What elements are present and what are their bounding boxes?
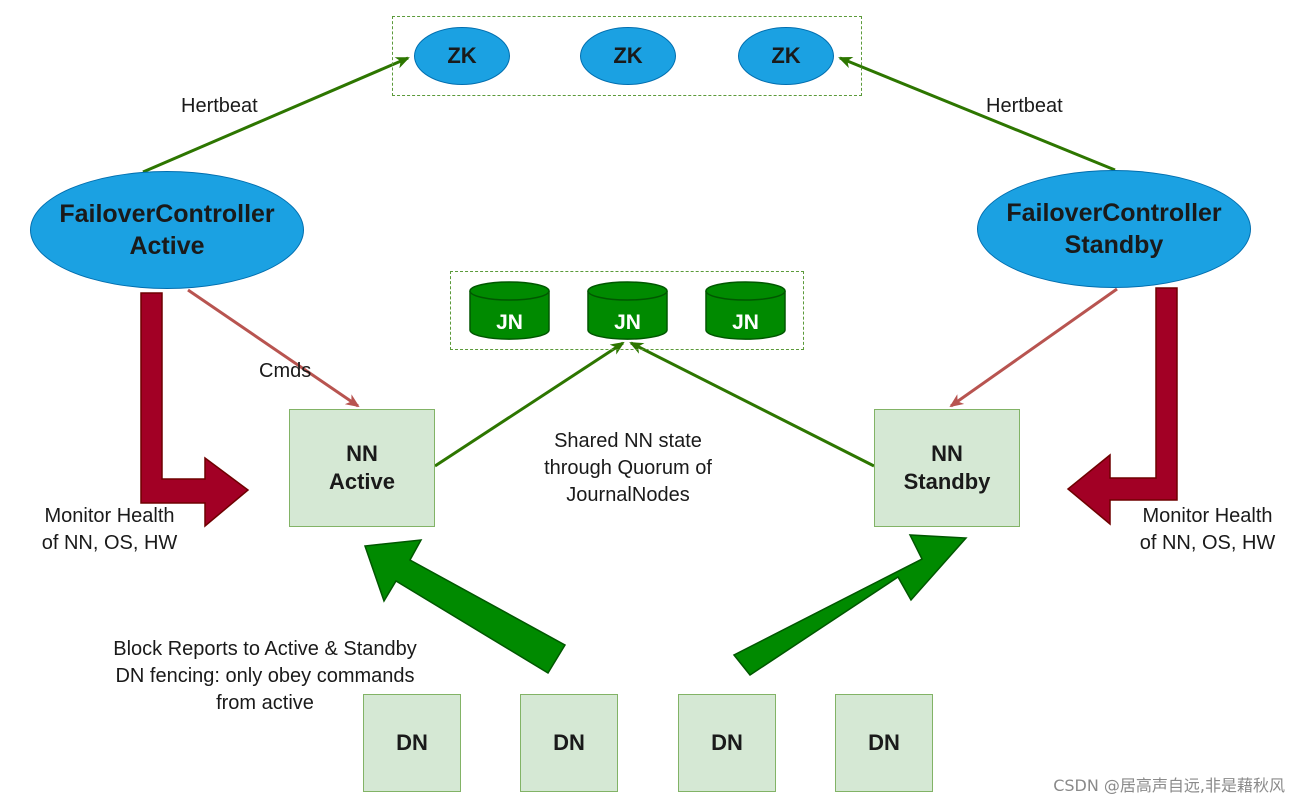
datanode-3: DN xyxy=(678,694,776,792)
monitor-health-line: Monitor Health xyxy=(1142,505,1273,527)
zk-node-3: ZK xyxy=(738,27,834,85)
namenode-active-title: NN xyxy=(346,441,378,466)
watermark: CSDN @居高声自远,非是藉秋风 xyxy=(1053,776,1285,795)
block-report-arrow-right xyxy=(732,534,968,677)
jn-cylinder-3: JN xyxy=(705,281,786,340)
block-reports-line: Block Reports to Active & Standby xyxy=(113,638,417,660)
jn-label: JN xyxy=(614,311,641,334)
monitor-health-arrow-left xyxy=(140,292,250,528)
cmds-arrow-left xyxy=(187,288,360,408)
monitor-health-line: of NN, OS, HW xyxy=(1139,532,1276,554)
shared-state-line: through Quorum of xyxy=(544,457,712,479)
failover-standby-title: FailoverController xyxy=(1006,199,1222,227)
namenode-standby-role: Standby xyxy=(903,469,991,494)
block-report-arrow-left xyxy=(363,539,567,675)
namenode-active: NN Active xyxy=(289,409,435,527)
datanode-2: DN xyxy=(520,694,618,792)
jn-label: JN xyxy=(496,311,523,334)
nn-active-to-jn-arrow xyxy=(434,341,625,468)
jn-cylinder-2: JN xyxy=(587,281,668,340)
monitor-health-label-right: Monitor Health of NN, OS, HW xyxy=(1120,503,1295,557)
monitor-health-line: Monitor Health xyxy=(44,505,175,527)
failover-controller-standby: FailoverController Standby xyxy=(977,170,1251,288)
monitor-health-arrow-right xyxy=(1066,287,1178,526)
jn-cylinder-1: JN xyxy=(469,281,550,340)
monitor-health-line: of NN, OS, HW xyxy=(41,532,178,554)
namenode-standby-title: NN xyxy=(931,441,963,466)
namenode-standby: NN Standby xyxy=(874,409,1020,527)
namenode-active-role: Active xyxy=(328,469,396,494)
monitor-health-label-left: Monitor Health of NN, OS, HW xyxy=(22,503,197,557)
datanode-4: DN xyxy=(835,694,933,792)
cmds-label: Cmds xyxy=(259,360,312,382)
shared-state-label: Shared NN state through Quorum of Journa… xyxy=(525,428,731,509)
heartbeat-arrow-right xyxy=(838,56,1116,172)
cmds-arrow-right xyxy=(949,287,1118,408)
zk-node-1: ZK xyxy=(414,27,510,85)
zk-group-container xyxy=(392,16,862,96)
zk-node-2: ZK xyxy=(580,27,676,85)
block-reports-line: from active xyxy=(216,692,314,714)
nn-standby-to-jn-arrow xyxy=(629,341,875,468)
jn-label: JN xyxy=(732,311,759,334)
failover-active-role: Active xyxy=(129,232,205,260)
block-reports-label: Block Reports to Active & Standby DN fen… xyxy=(79,636,451,717)
block-reports-line: DN fencing: only obey commands xyxy=(115,665,415,687)
heartbeat-label-right: Hertbeat xyxy=(986,95,1063,117)
shared-state-line: JournalNodes xyxy=(566,484,690,506)
heartbeat-label-left: Hertbeat xyxy=(181,95,258,117)
shared-state-line: Shared NN state xyxy=(554,430,702,452)
failover-active-title: FailoverController xyxy=(59,200,275,228)
failover-controller-active: FailoverController Active xyxy=(30,171,304,289)
jn-group-container xyxy=(450,271,804,350)
failover-standby-role: Standby xyxy=(1064,231,1164,259)
datanode-1: DN xyxy=(363,694,461,792)
heartbeat-arrow-left xyxy=(142,56,410,174)
